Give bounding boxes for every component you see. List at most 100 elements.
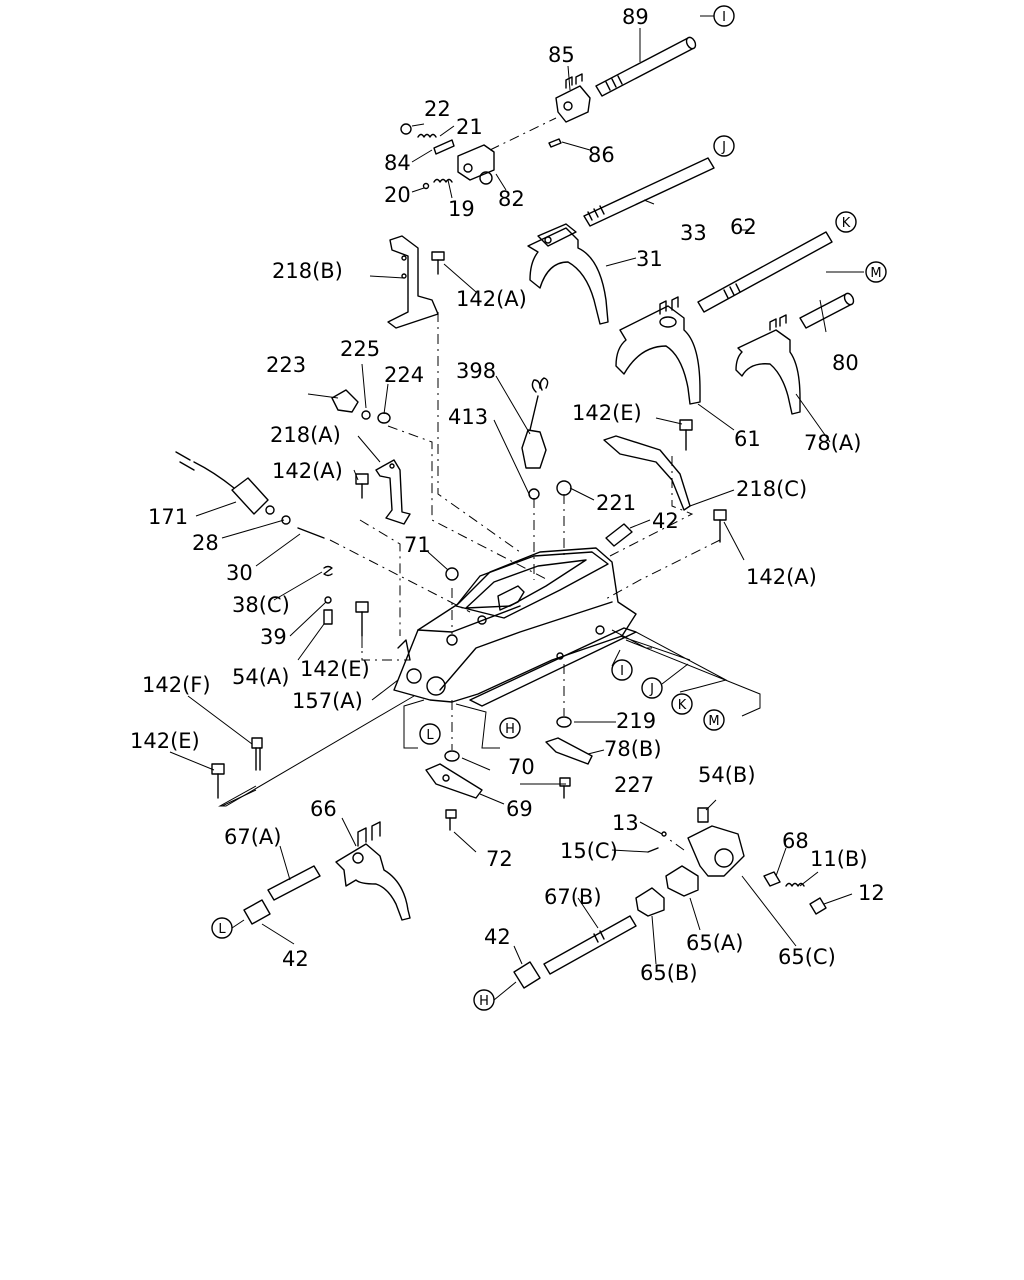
detent-assembly — [400, 123, 562, 190]
label-69: 69 — [506, 797, 533, 821]
assembly-centerlines — [329, 117, 721, 851]
svg-text:H: H — [505, 722, 515, 737]
svg-text:I: I — [722, 10, 726, 25]
svg-text:J: J — [721, 140, 726, 155]
shift-rod-67b — [513, 915, 637, 989]
label-54a: 54(A) — [232, 665, 289, 689]
label-142e-mid: 142(E) — [300, 657, 370, 681]
label-78b: 78(B) — [604, 737, 662, 761]
label-70: 70 — [508, 755, 535, 779]
label-28: 28 — [192, 531, 219, 555]
label-142a-left: 142(A) — [272, 459, 343, 483]
shift-fork-61 — [615, 296, 701, 405]
label-142e-low: 142(E) — [130, 729, 200, 753]
label-38c: 38(C) — [232, 593, 290, 617]
label-42-top: 42 — [652, 509, 679, 533]
label-219: 219 — [616, 709, 656, 733]
reference-marker-icon — [713, 135, 735, 157]
ref-marker-k-mid: K — [671, 693, 693, 715]
label-89: 89 — [622, 5, 649, 29]
label-85: 85 — [548, 43, 575, 67]
reference-marker-icon — [713, 5, 735, 27]
label-413: 413 — [448, 405, 488, 429]
part-labels: 89 85 22 21 84 86 20 19 82 33 62 31 218(… — [130, 5, 885, 985]
ref-marker-m-top: M — [865, 261, 887, 283]
switch-398 — [521, 377, 549, 500]
shift-rod-62 — [697, 231, 833, 313]
label-225: 225 — [340, 337, 380, 361]
switch-223 — [331, 389, 391, 424]
label-12: 12 — [858, 881, 885, 905]
svg-text:K: K — [842, 216, 851, 231]
reference-marker-icon — [703, 709, 725, 731]
svg-text:M: M — [708, 714, 719, 729]
label-218a: 218(A) — [270, 423, 341, 447]
label-227: 227 — [614, 773, 654, 797]
label-22: 22 — [424, 97, 451, 121]
svg-text:J: J — [649, 682, 654, 697]
label-221: 221 — [596, 491, 636, 515]
svg-text:H: H — [479, 994, 489, 1009]
label-15c: 15(C) — [560, 839, 618, 863]
svg-text:K: K — [678, 698, 687, 713]
label-142e-top: 142(E) — [572, 401, 642, 425]
shift-rod-33 — [583, 157, 715, 227]
leader-lines — [169, 15, 864, 965]
ref-marker-l-low: L — [211, 917, 233, 939]
label-13: 13 — [612, 811, 639, 835]
shift-block-85 — [555, 73, 591, 123]
svg-text:L: L — [218, 922, 226, 937]
label-21: 21 — [456, 115, 483, 139]
ref-marker-l-mid: L — [419, 723, 441, 745]
reference-marker-icon — [865, 261, 887, 283]
bracket-218c — [556, 419, 727, 547]
shift-housing-157a — [393, 547, 637, 707]
select-lever-assembly — [635, 807, 827, 917]
label-11b: 11(B) — [810, 847, 868, 871]
shift-fork-78a — [735, 314, 801, 415]
label-66: 66 — [310, 797, 337, 821]
svg-text:I: I — [620, 664, 624, 679]
bracket-218b — [387, 235, 445, 329]
label-142f: 142(F) — [142, 673, 211, 697]
shift-fork-66 — [243, 821, 411, 925]
label-33: 33 — [680, 221, 707, 245]
label-157a: 157(A) — [292, 689, 363, 713]
ref-marker-h-mid: H — [499, 717, 521, 739]
reference-marker-icon — [499, 717, 521, 739]
label-39: 39 — [260, 625, 287, 649]
label-62: 62 — [730, 215, 757, 239]
ref-marker-i-mid: I — [611, 659, 633, 681]
label-80: 80 — [832, 351, 859, 375]
label-78a: 78(A) — [804, 431, 861, 455]
label-142a-top: 142(A) — [456, 287, 527, 311]
detent-parts-left — [323, 565, 459, 625]
label-61: 61 — [734, 427, 761, 451]
label-20: 20 — [384, 183, 411, 207]
label-82: 82 — [498, 187, 525, 211]
reference-marker-icon — [641, 677, 663, 699]
label-398: 398 — [456, 359, 496, 383]
reference-marker-icon — [419, 723, 441, 745]
label-218c: 218(C) — [736, 477, 807, 501]
label-19: 19 — [448, 197, 475, 221]
bolt-142f — [251, 737, 263, 771]
label-67b: 67(B) — [544, 885, 602, 909]
bolt-142a-left — [355, 473, 369, 499]
label-72: 72 — [486, 847, 513, 871]
label-171: 171 — [148, 505, 188, 529]
label-84: 84 — [384, 151, 411, 175]
label-86: 86 — [588, 143, 615, 167]
switch-171 — [175, 451, 325, 539]
shift-rod-89 — [595, 36, 697, 97]
label-218b: 218(B) — [272, 259, 343, 283]
reference-marker-icon — [611, 659, 633, 681]
label-42-bottom: 42 — [282, 947, 309, 971]
reference-marker-icon — [835, 211, 857, 233]
ref-marker-j-mid: J — [641, 677, 663, 699]
ref-marker-j-top: J — [713, 135, 735, 157]
bolt-142e-low — [211, 763, 225, 799]
svg-text:L: L — [426, 728, 434, 743]
label-71: 71 — [404, 533, 431, 557]
ref-marker-k-top: K — [835, 211, 857, 233]
